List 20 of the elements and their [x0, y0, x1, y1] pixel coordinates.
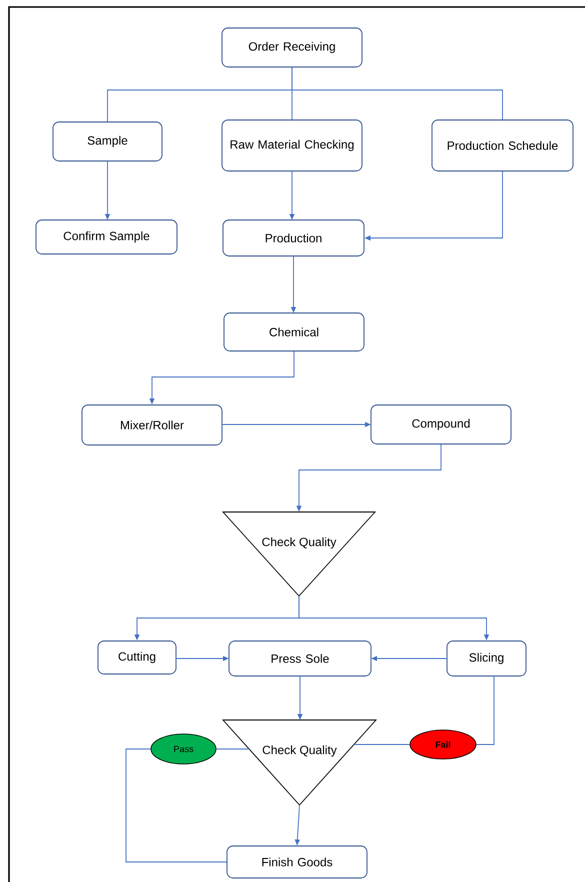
process-box: Press Sole	[228, 640, 372, 676]
process-box: Chemical	[224, 312, 364, 352]
process-box: Cutting	[98, 640, 176, 674]
process-box: Mixer/Roller	[82, 404, 222, 446]
process-box: Finish Goods	[226, 846, 368, 878]
fail-oval: Fail	[410, 730, 476, 760]
process-box: Order Receiving	[222, 28, 362, 68]
process-box: Slicing	[446, 640, 526, 676]
connector-line	[216, 748, 250, 750]
process-box: Confirm Sample	[36, 220, 178, 254]
process-box: Sample	[52, 122, 162, 162]
process-box: Raw Material Checking	[222, 120, 362, 172]
connector-line	[292, 67, 503, 120]
process-box: Compound	[370, 404, 512, 444]
process-box: Production	[222, 220, 364, 256]
connector-line	[353, 744, 410, 745]
pass-oval: Pass	[150, 734, 216, 764]
connector-line	[126, 748, 227, 862]
connector-line	[476, 676, 494, 745]
process-box: Production Schedule	[432, 120, 574, 172]
